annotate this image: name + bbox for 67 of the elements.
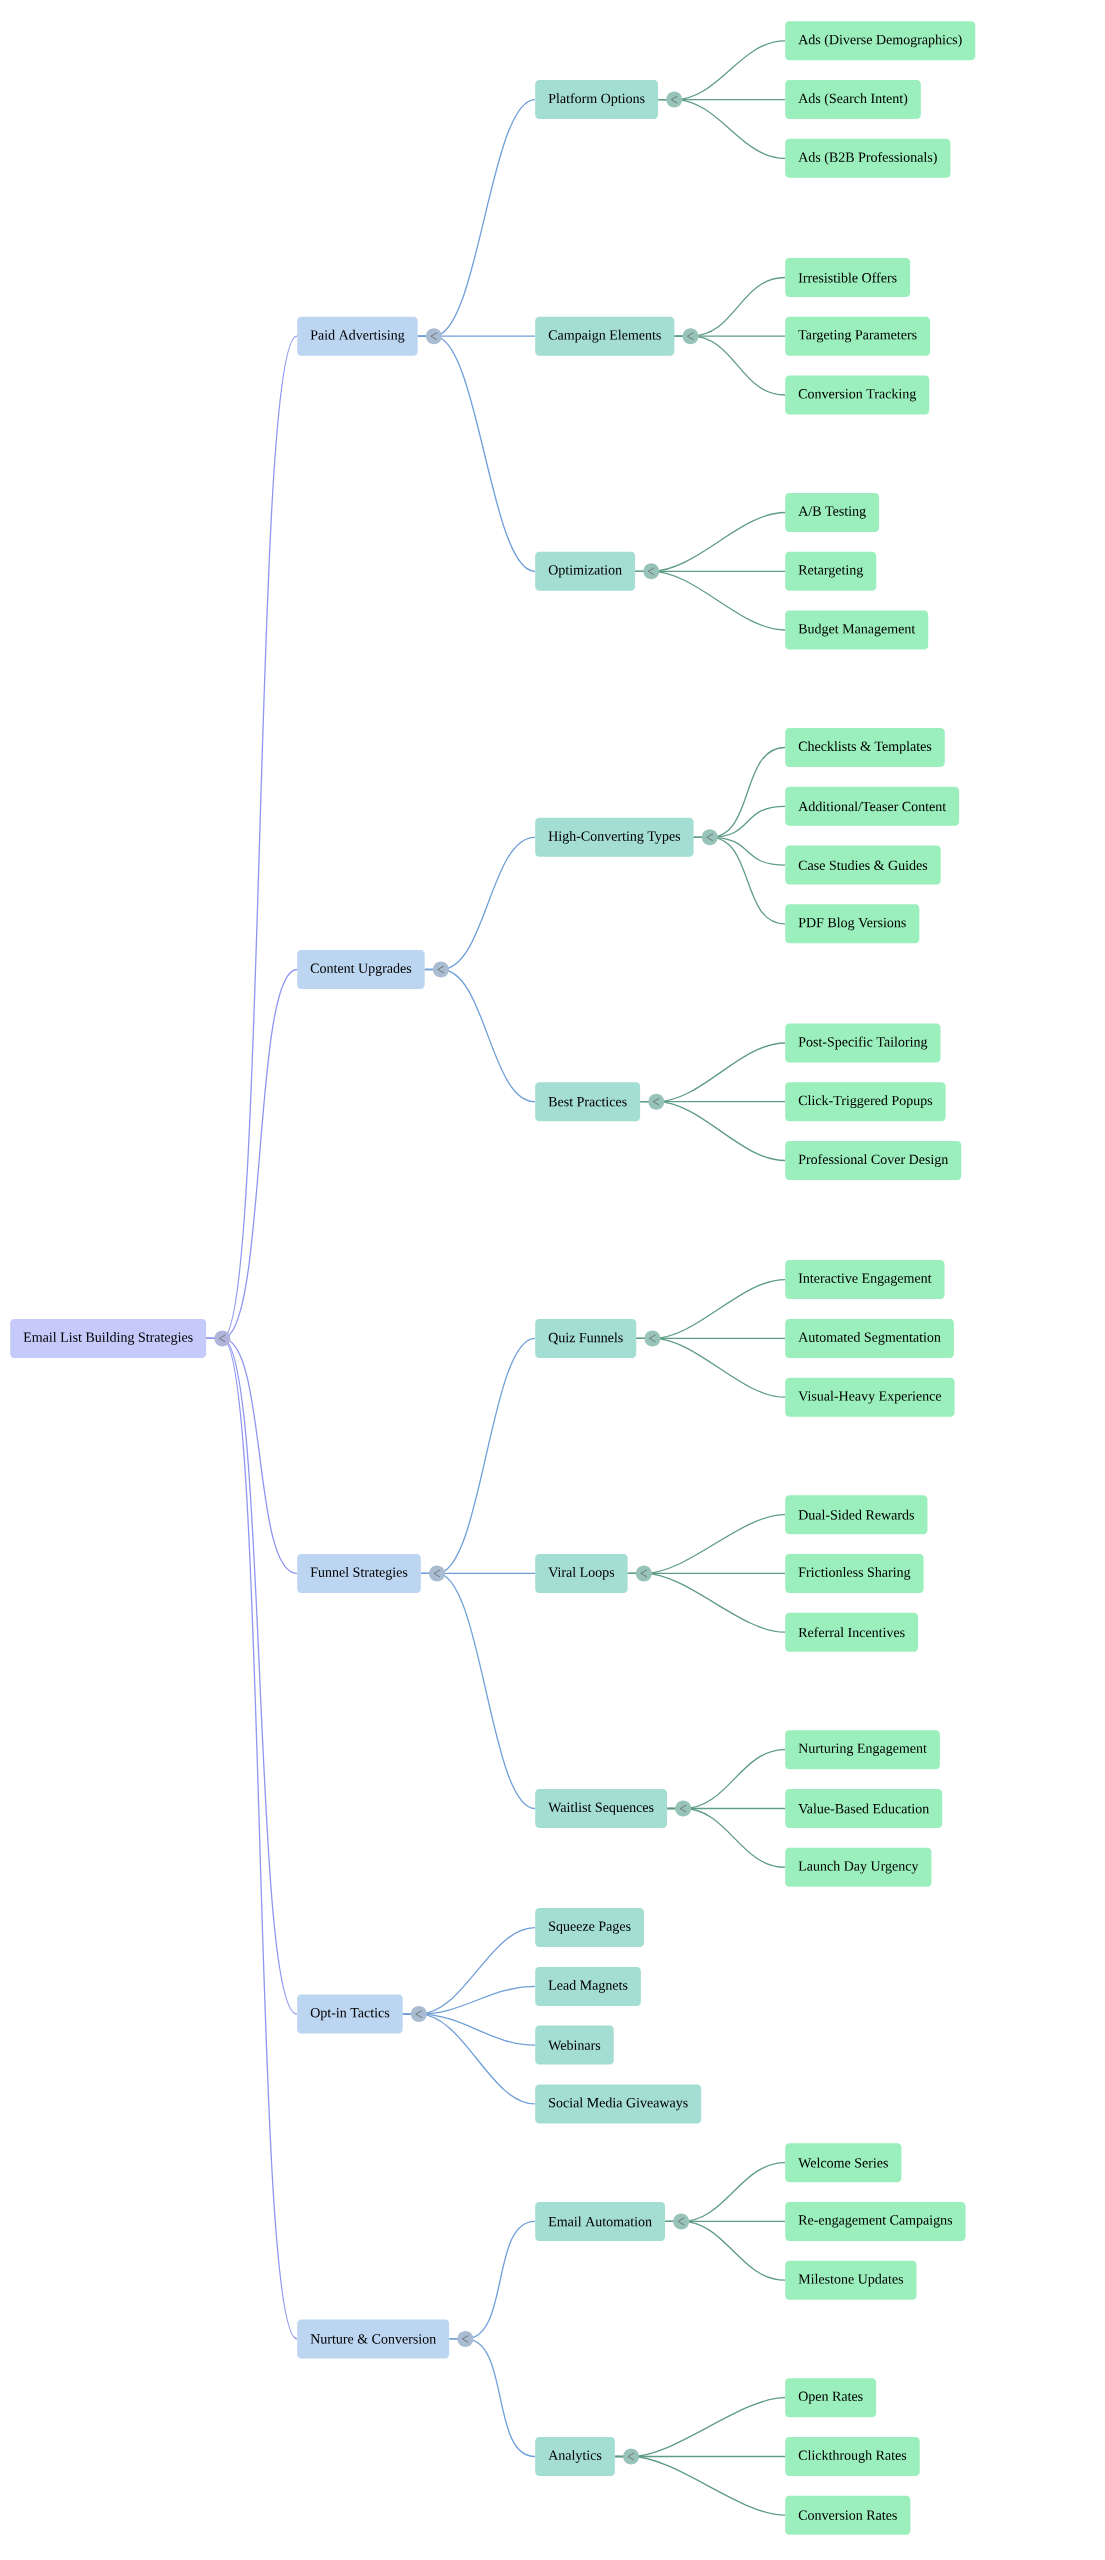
mindmap-box: Welcome Series — [785, 2143, 902, 2183]
mindmap-box: Conversion Tracking — [785, 375, 930, 415]
mindmap-box: Conversion Rates — [785, 2495, 911, 2535]
connector — [205, 1337, 298, 2340]
mindmap-box: Analytics — [535, 2437, 615, 2476]
mindmap-box: Open Rates — [785, 2378, 877, 2418]
mindmap-box: Waitlist Sequences — [535, 1789, 667, 1828]
mindmap-box: Dual-Sided Rewards — [785, 1495, 928, 1535]
mindmap-box: Platform Options — [535, 80, 659, 120]
connector — [402, 2013, 536, 2105]
mindmap-box: PDF Blog Versions — [785, 904, 920, 944]
connector — [664, 2220, 786, 2281]
mindmap-box: Irresistible Offers — [785, 258, 911, 297]
mindmap-box: Professional Cover Design — [785, 1141, 962, 1180]
connector — [448, 2338, 536, 2458]
connector — [693, 836, 786, 925]
mindmap-box: Viral Loops — [535, 1553, 628, 1593]
mindmap-box: Opt-in Tactics — [297, 1994, 403, 2034]
mindmap-box: Budget Management — [785, 610, 929, 650]
mindmap-box: Email Automation — [535, 2201, 665, 2241]
connector — [666, 1807, 786, 1868]
mindmap-box: Social Media Giveaways — [535, 2084, 702, 2124]
connector — [657, 98, 786, 159]
mindmap-box: Ads (B2B Professionals) — [785, 138, 951, 178]
mindmap-box: Email List Building Strategies — [10, 1318, 207, 1358]
mindmap-box: Optimization — [535, 551, 636, 591]
mindmap-box: Referral Incentives — [785, 1612, 919, 1652]
mindmap-box: Squeeze Pages — [535, 1908, 644, 1948]
mindmap-box: Retargeting — [785, 551, 877, 591]
connector — [634, 570, 786, 631]
mindmap-box: Nurture & Conversion — [297, 2319, 450, 2359]
mindmap-box: A/B Testing — [785, 493, 880, 532]
mindmap-box: Checklists & Templates — [785, 728, 945, 767]
mindmap-box: Re-engagement Campaigns — [785, 2201, 966, 2241]
connector — [417, 335, 536, 572]
connector — [635, 1337, 786, 1398]
mindmap-box: Ads (Diverse Demographics) — [785, 21, 976, 61]
mindmap-box: Webinars — [535, 2025, 614, 2065]
mindmap-box: Funnel Strategies — [297, 1553, 421, 1593]
mindmap-box: Launch Day Urgency — [785, 1847, 932, 1887]
mindmap-box: Clickthrough Rates — [785, 2437, 920, 2476]
connector — [420, 1572, 536, 1810]
mindmap-box: Nurturing Engagement — [785, 1730, 940, 1770]
mindmap-box: Additional/Teaser Content — [785, 786, 960, 826]
connector — [673, 335, 786, 396]
mindmap-box: Automated Segmentation — [785, 1318, 954, 1358]
mindmap-box: Lead Magnets — [535, 1966, 641, 2006]
mindmap-box: Campaign Elements — [535, 316, 675, 356]
mindmap-box: Best Practices — [535, 1082, 641, 1122]
mindmap-box: Quiz Funnels — [535, 1318, 637, 1358]
connector — [627, 1572, 786, 1633]
mindmap-box: Post-Specific Tailoring — [785, 1023, 941, 1063]
mindmap-box: Targeting Parameters — [785, 316, 931, 356]
mindmap-box: Ads (Search Intent) — [785, 80, 921, 120]
connector — [639, 1101, 786, 1162]
mindmap-box: Content Upgrades — [297, 950, 425, 989]
connector — [424, 968, 536, 1103]
mindmap-box: Milestone Updates — [785, 2260, 917, 2300]
mindmap-box: Frictionless Sharing — [785, 1553, 924, 1593]
mindmap-box: Value-Based Education — [785, 1789, 943, 1828]
mindmap-box: Visual-Heavy Experience — [785, 1377, 955, 1417]
mindmap-box: Case Studies & Guides — [785, 845, 941, 885]
mindmap-box: Interactive Engagement — [785, 1260, 945, 1300]
connector — [614, 2455, 786, 2516]
mindmap-box: Paid Advertising — [297, 316, 418, 356]
mindmap-box: High-Converting Types — [535, 817, 694, 857]
mindmap-box: Click-Triggered Popups — [785, 1082, 946, 1122]
